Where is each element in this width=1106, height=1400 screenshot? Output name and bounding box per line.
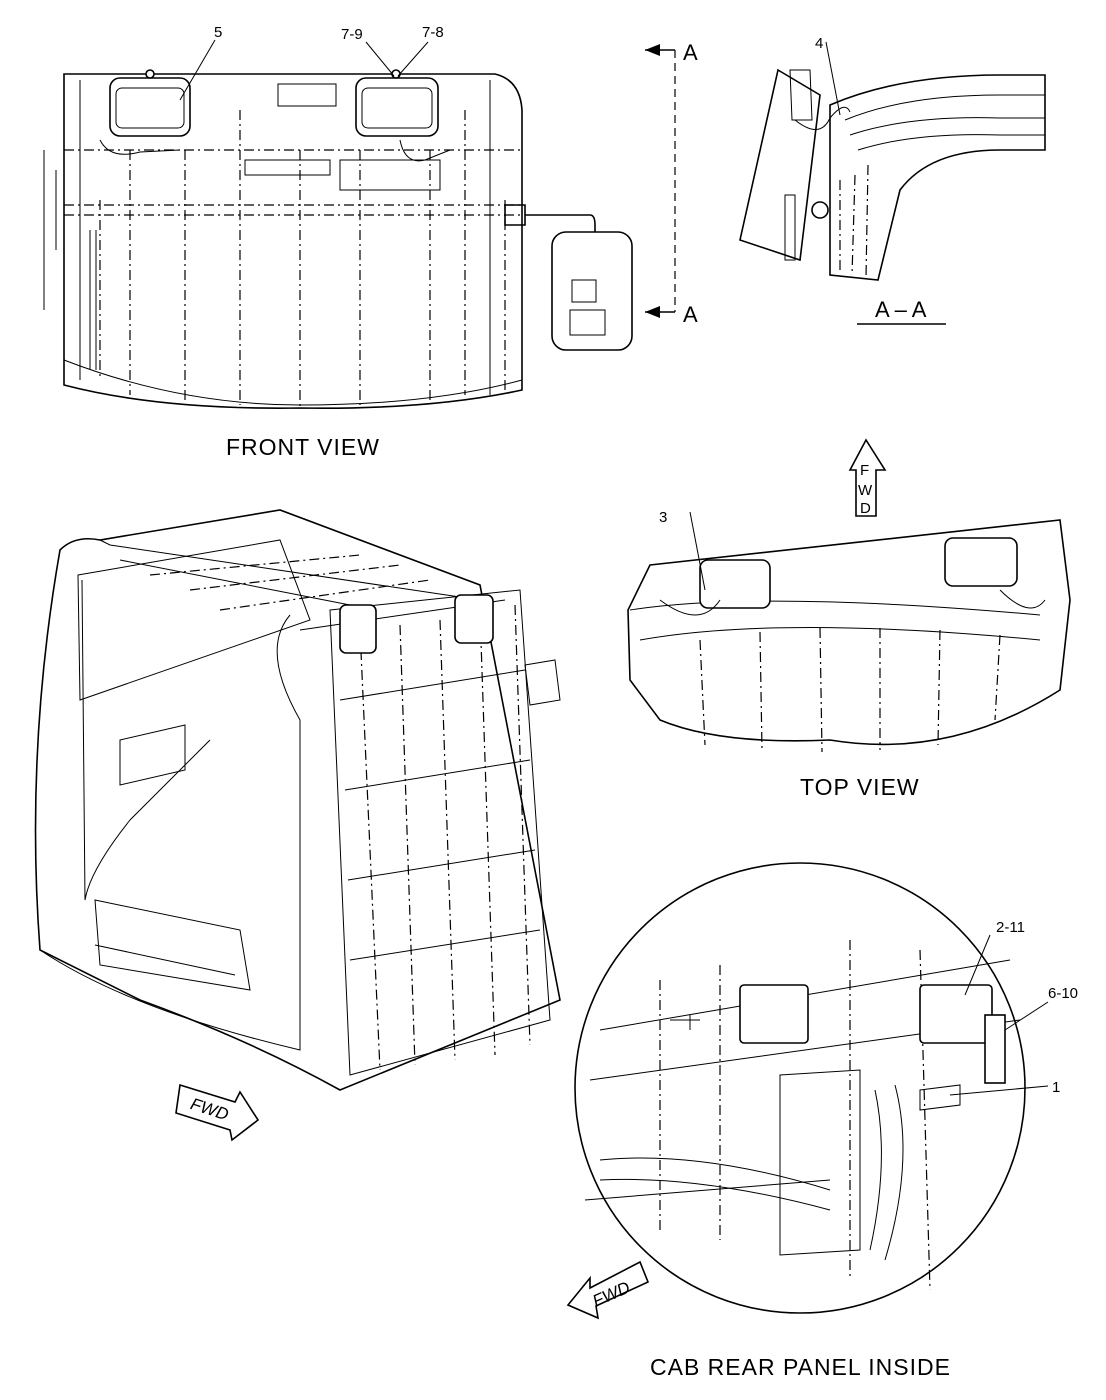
top-view-drawing: 3 [627,509,1071,753]
front-view-title: FRONT VIEW [226,434,380,460]
fwd-letter-d: D [860,500,871,517]
callout-5: 5 [214,24,222,41]
section-cut-line: A A [645,40,698,327]
section-mark-lower: A [683,302,698,327]
callout-3: 3 [659,509,667,526]
fwd-letter-f: F [860,462,869,479]
section-mark-upper: A [683,40,698,65]
cab-rear-panel-detail: 2-11 6-10 1 [574,862,1078,1314]
top-view-title: TOP VIEW [800,774,920,800]
callout-7-8: 7-8 [422,24,444,41]
cab-rear-panel-title: CAB REAR PANEL INSIDE [650,1354,951,1380]
callout-6-10: 6-10 [1048,985,1078,1002]
callout-4: 4 [815,35,823,52]
callout-2-11: 2-11 [996,919,1025,936]
front-view-drawing [43,69,633,409]
fwd-letter-w: W [858,482,873,499]
callout-7-9: 7-9 [341,26,363,43]
fwd-label-detail: FWD [590,1278,633,1311]
isometric-cab-drawing [34,509,561,1091]
section-a-a-drawing: 4 A – A [739,35,1046,325]
section-a-a-title: A – A [875,297,927,322]
front-view-callouts: 5 7-9 7-8 [179,24,444,101]
fwd-arrow-iso-icon: FWD [175,1083,260,1142]
callout-1: 1 [1052,1079,1060,1096]
fwd-arrow-up-icon: F W D [848,438,887,517]
fwd-arrow-detail-icon: FWD [566,1260,650,1320]
